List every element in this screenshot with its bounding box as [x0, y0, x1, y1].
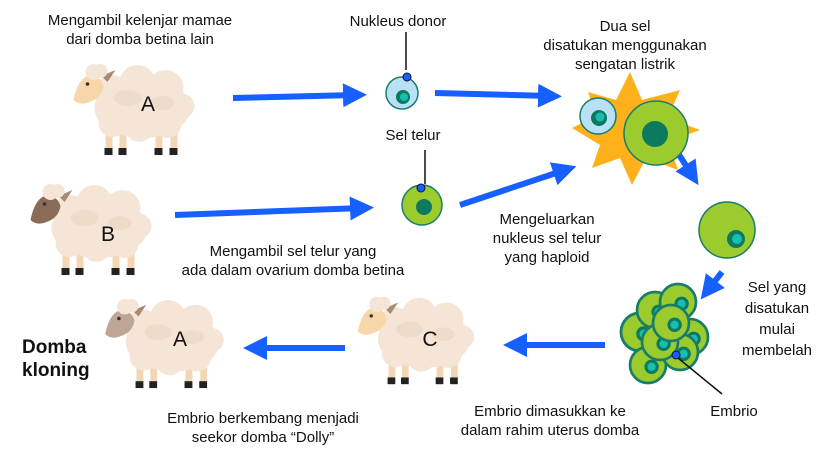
- pointer-line: [677, 357, 723, 395]
- sheep-b-label: B: [100, 223, 116, 246]
- embryo-cluster: [619, 282, 710, 385]
- cloned-sheep-label: A: [172, 328, 188, 351]
- sheep-c-illustration: [357, 296, 475, 385]
- sheep-b-illustration: [30, 184, 152, 275]
- egg-cell: [401, 183, 443, 226]
- arrow: [232, 83, 367, 108]
- arrow: [434, 83, 562, 108]
- arrow: [459, 162, 577, 208]
- egg-cell-label: Sel telur: [385, 127, 441, 144]
- embryo-label: Embrio: [710, 403, 758, 420]
- arrow: [174, 196, 374, 221]
- sheep-a-label: A: [140, 93, 156, 116]
- fused-cell: [698, 201, 756, 259]
- nucleus-donor-label: Nukleus donor: [349, 13, 447, 30]
- cloned-sheep-illustration: [105, 298, 224, 389]
- electric-spark-fusion: [572, 72, 700, 185]
- arrow: [700, 270, 725, 300]
- sheep-a-illustration: [73, 64, 195, 155]
- donor-cell: [385, 72, 419, 110]
- sheep-c-label: C: [422, 328, 438, 351]
